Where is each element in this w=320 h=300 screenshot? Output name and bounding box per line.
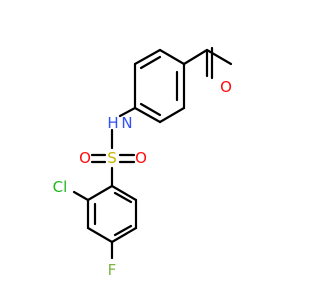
- ring1-bond-6: [158, 48, 186, 66]
- chlorine-label: Cl: [53, 178, 68, 196]
- sulfur-label: S: [107, 149, 117, 167]
- ring2-bond-1: [86, 184, 114, 202]
- ketone-oxygen-label: O: [220, 78, 232, 96]
- ring2-bond-6: [110, 184, 138, 202]
- fluorine-label: F: [108, 261, 117, 279]
- bond-ring1-n: [118, 106, 137, 118]
- sulfonyl-oxygen-right-label: O: [135, 149, 147, 167]
- amide-nitrogen-label: N: [121, 114, 132, 132]
- ring1-bond-2: [158, 106, 186, 124]
- ring1-bond-5: [133, 48, 162, 66]
- amide-hydrogen-label: H: [107, 114, 118, 132]
- structure-drawing: O N H S O O Cl F: [53, 46, 233, 279]
- bond-carbonyl-ring: [182, 48, 209, 66]
- ring2-bond-3: [86, 226, 114, 244]
- ring2-double-3: [113, 191, 133, 204]
- ring2-bond-4: [110, 226, 138, 244]
- ring2-double-2: [113, 224, 133, 237]
- ring1-double-2: [139, 102, 162, 117]
- ring1-double-3: [139, 55, 162, 70]
- molecule-canvas: O N H S O O Cl F: [52, 46, 233, 279]
- sulfonyl-oxygen-left-label: O: [79, 149, 91, 167]
- ring1-bond-3: [133, 106, 162, 124]
- bond-methyl-carbonyl: [205, 48, 233, 66]
- bond-ring2-cl: [72, 190, 90, 202]
